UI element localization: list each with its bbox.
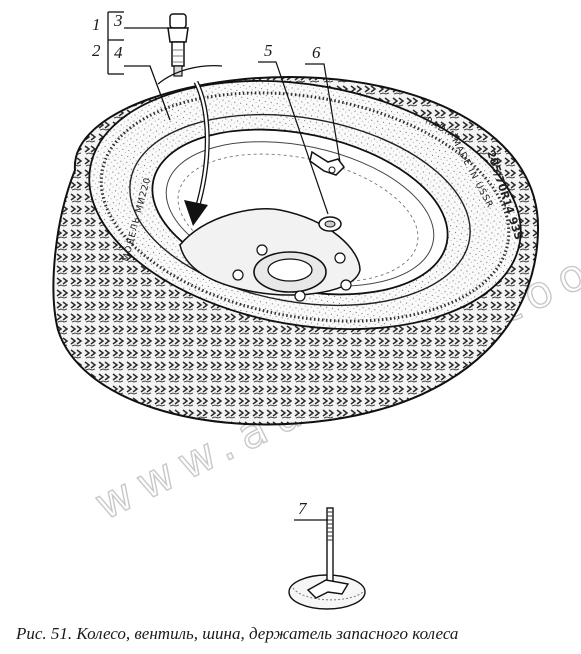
spare-wheel-holder <box>288 507 366 610</box>
wing-nut <box>309 150 345 176</box>
figure-caption: Рис. 51. Колесо, вентиль, шина, держател… <box>16 624 459 643</box>
callout-3: 3 <box>113 11 123 30</box>
callout-5: 5 <box>264 41 273 60</box>
callout-2: 2 <box>92 41 101 60</box>
mounting-arrow <box>184 80 210 226</box>
leader-6 <box>305 63 341 163</box>
callout-bracket <box>107 11 171 121</box>
callout-6: 6 <box>312 43 321 62</box>
leader-5 <box>258 61 329 215</box>
callout-7: 7 <box>298 499 308 518</box>
callout-1: 1 <box>92 15 101 34</box>
valve-stem <box>167 13 189 77</box>
wheel-rim <box>151 128 449 302</box>
callout-4: 4 <box>114 43 123 62</box>
